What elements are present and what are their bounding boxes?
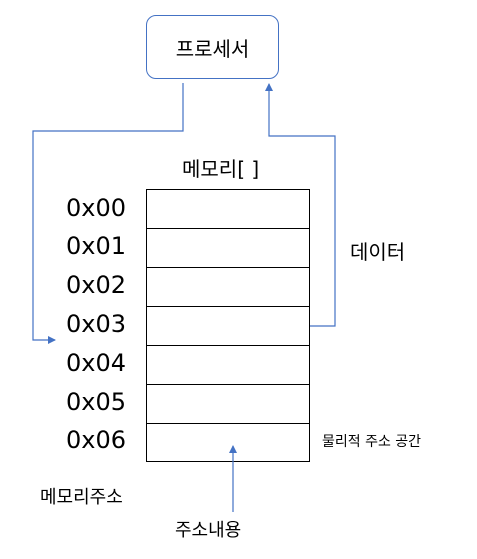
address-label: 0x06 xyxy=(66,426,127,454)
data-label: 데이터 xyxy=(350,240,406,264)
address-label: 0x00 xyxy=(66,194,127,222)
address-label: 0x03 xyxy=(66,310,127,338)
physical-address-space-label: 물리적 주소 공간 xyxy=(322,434,422,450)
memory-cell-0x01 xyxy=(147,229,309,268)
memory-to-processor-arrow xyxy=(265,83,336,327)
address-label: 0x01 xyxy=(66,232,127,260)
processor-box: 프로세서 xyxy=(146,15,279,79)
memory-cell-0x05 xyxy=(147,385,309,424)
address-label: 0x04 xyxy=(66,349,127,377)
memory-cell-0x03 xyxy=(147,307,309,346)
memory-cell-0x02 xyxy=(147,268,309,307)
address-label: 0x02 xyxy=(66,271,127,299)
processor-to-memory-arrow xyxy=(32,83,184,344)
address-content-caption: 주소내용 xyxy=(175,520,242,541)
address-label: 0x05 xyxy=(66,388,127,416)
memory-title: 메모리[ ] xyxy=(182,157,260,181)
processor-label: 프로세서 xyxy=(175,36,250,61)
memory-cell-0x04 xyxy=(147,346,309,385)
memory-address-caption: 메모리주소 xyxy=(40,487,123,508)
memory-cell-0x00 xyxy=(147,190,309,229)
memory-grid xyxy=(146,189,310,462)
